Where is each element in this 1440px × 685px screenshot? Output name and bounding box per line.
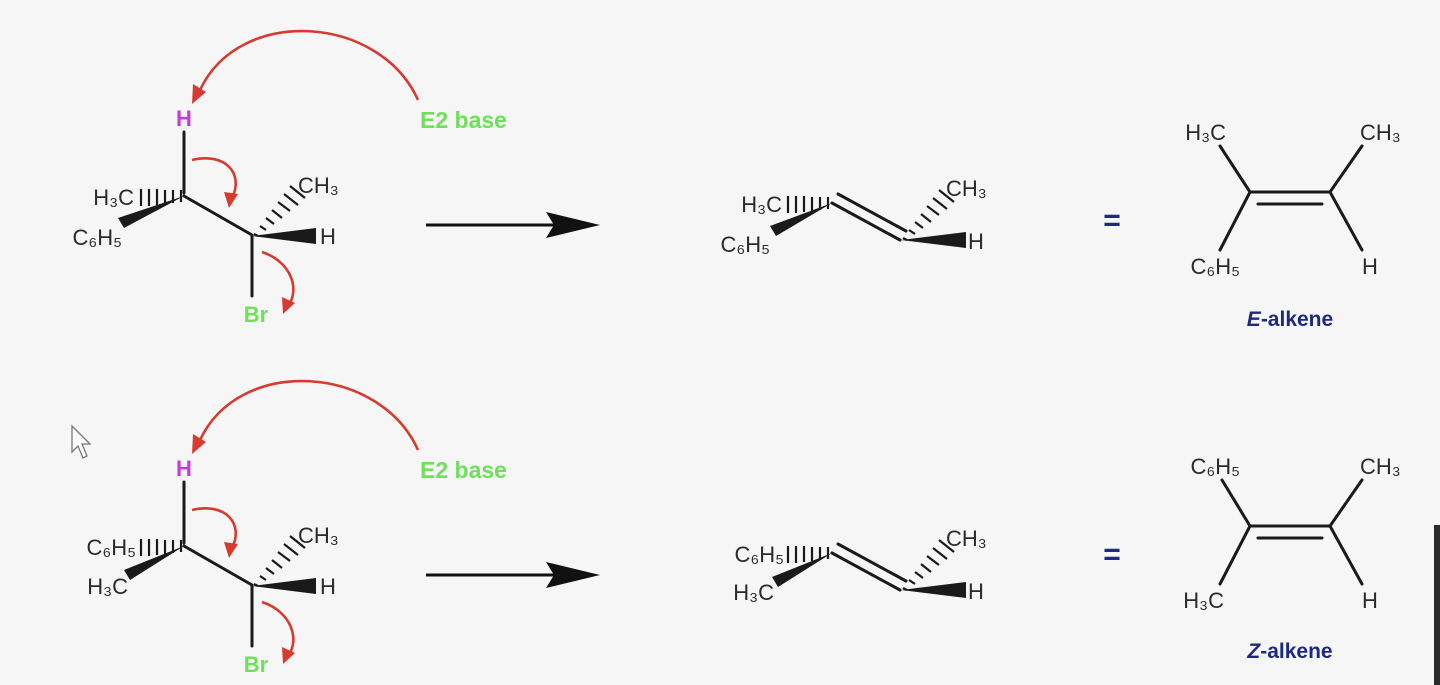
electron-arrow-cbr: [261, 600, 295, 657]
electron-arrowhead-2: [282, 647, 295, 664]
row-1: E2 base H H₃C C₆H₅: [72, 29, 1401, 331]
row-2: E2 base H C₆H₅ H₃C CH₃ H Br: [86, 379, 1401, 677]
hashed-bond-left: [139, 189, 183, 206]
isomer-label: Z-alkene: [1246, 640, 1332, 663]
beta-proton-label: H: [176, 106, 192, 131]
reaction-arrowhead: [546, 212, 600, 238]
right-wedge-substituent: H: [320, 574, 336, 599]
alkene-top-left: H₃C: [1185, 120, 1226, 145]
reaction-arrowhead: [546, 562, 600, 588]
hashed-bond-left: [139, 539, 183, 556]
product-right-hashed: CH₃: [946, 526, 987, 551]
deprotonation-arrowhead: [192, 434, 206, 454]
isomer-suffix: -alkene: [1260, 640, 1332, 663]
e2-base-label: E2 base: [420, 107, 507, 133]
product-left-wedge: C₆H₅: [720, 232, 770, 257]
deprotonation-arrow: [198, 379, 420, 451]
e2-base-label: E2 base: [420, 457, 507, 483]
hashed-bond-right: [253, 535, 306, 587]
left-wedge-substituent: H₃C: [87, 574, 128, 599]
c-c-bond: [182, 194, 254, 237]
right-wedge-substituent: H: [320, 224, 336, 249]
c-c-bond: [182, 544, 254, 587]
deprotonation-arrow: [198, 29, 420, 101]
product-3d-alkene: [772, 539, 966, 598]
alkene-bottom-left: C₆H₅: [1190, 254, 1240, 279]
product-3d-alkene: [770, 189, 966, 248]
electron-arrowhead-1: [224, 542, 238, 558]
hashed-bond-right: [253, 185, 306, 237]
electron-arrow-cbr: [261, 250, 295, 307]
alkene-top-right: CH₃: [1360, 454, 1401, 479]
wedge-bond-right: [252, 228, 316, 244]
wedge-bond-left: [124, 546, 184, 580]
beta-proton-label: H: [176, 456, 192, 481]
product-2d-alkene: [1218, 478, 1364, 586]
alkene-bottom-right: H: [1362, 588, 1378, 613]
alkene-bottom-left: H₃C: [1183, 588, 1224, 613]
product-2d-alkene: [1218, 144, 1364, 252]
electron-arrow-ch-to-cc: [191, 157, 238, 199]
electron-arrowhead-2: [282, 297, 295, 314]
electron-arrowhead-1: [224, 192, 238, 208]
isomer-label: E-alkene: [1247, 308, 1333, 331]
equals-sign: =: [1103, 538, 1121, 571]
wedge-bond-left: [118, 196, 184, 228]
leaving-group-label: Br: [244, 302, 269, 327]
isomer-suffix: -alkene: [1261, 308, 1333, 331]
product-left-hashed: H₃C: [741, 192, 782, 217]
left-hashed-substituent: H₃C: [93, 185, 134, 210]
isomer-letter: Z: [1246, 640, 1261, 663]
wedge-bond-right: [252, 578, 316, 594]
mouse-cursor-icon: [71, 424, 92, 459]
alkene-bottom-right: H: [1362, 254, 1378, 279]
alkene-top-right: CH₃: [1360, 120, 1401, 145]
isomer-letter: E: [1247, 308, 1262, 331]
scrollbar-edge[interactable]: [1434, 525, 1440, 685]
leaving-group-label: Br: [244, 652, 269, 677]
product-right-wedge: H: [968, 579, 984, 604]
product-right-hashed: CH₃: [946, 176, 987, 201]
alkene-top-left: C₆H₅: [1190, 454, 1240, 479]
right-hashed-substituent: CH₃: [298, 523, 339, 548]
right-hashed-substituent: CH₃: [298, 173, 339, 198]
electron-arrow-ch-to-cc: [191, 507, 238, 549]
equals-sign: =: [1103, 204, 1121, 237]
left-wedge-substituent: C₆H₅: [72, 225, 122, 250]
deprotonation-arrowhead: [192, 84, 206, 104]
left-hashed-substituent: C₆H₅: [86, 535, 136, 560]
product-left-wedge: H₃C: [733, 580, 774, 605]
product-right-wedge: H: [968, 229, 984, 254]
product-left-hashed: C₆H₅: [734, 542, 784, 567]
